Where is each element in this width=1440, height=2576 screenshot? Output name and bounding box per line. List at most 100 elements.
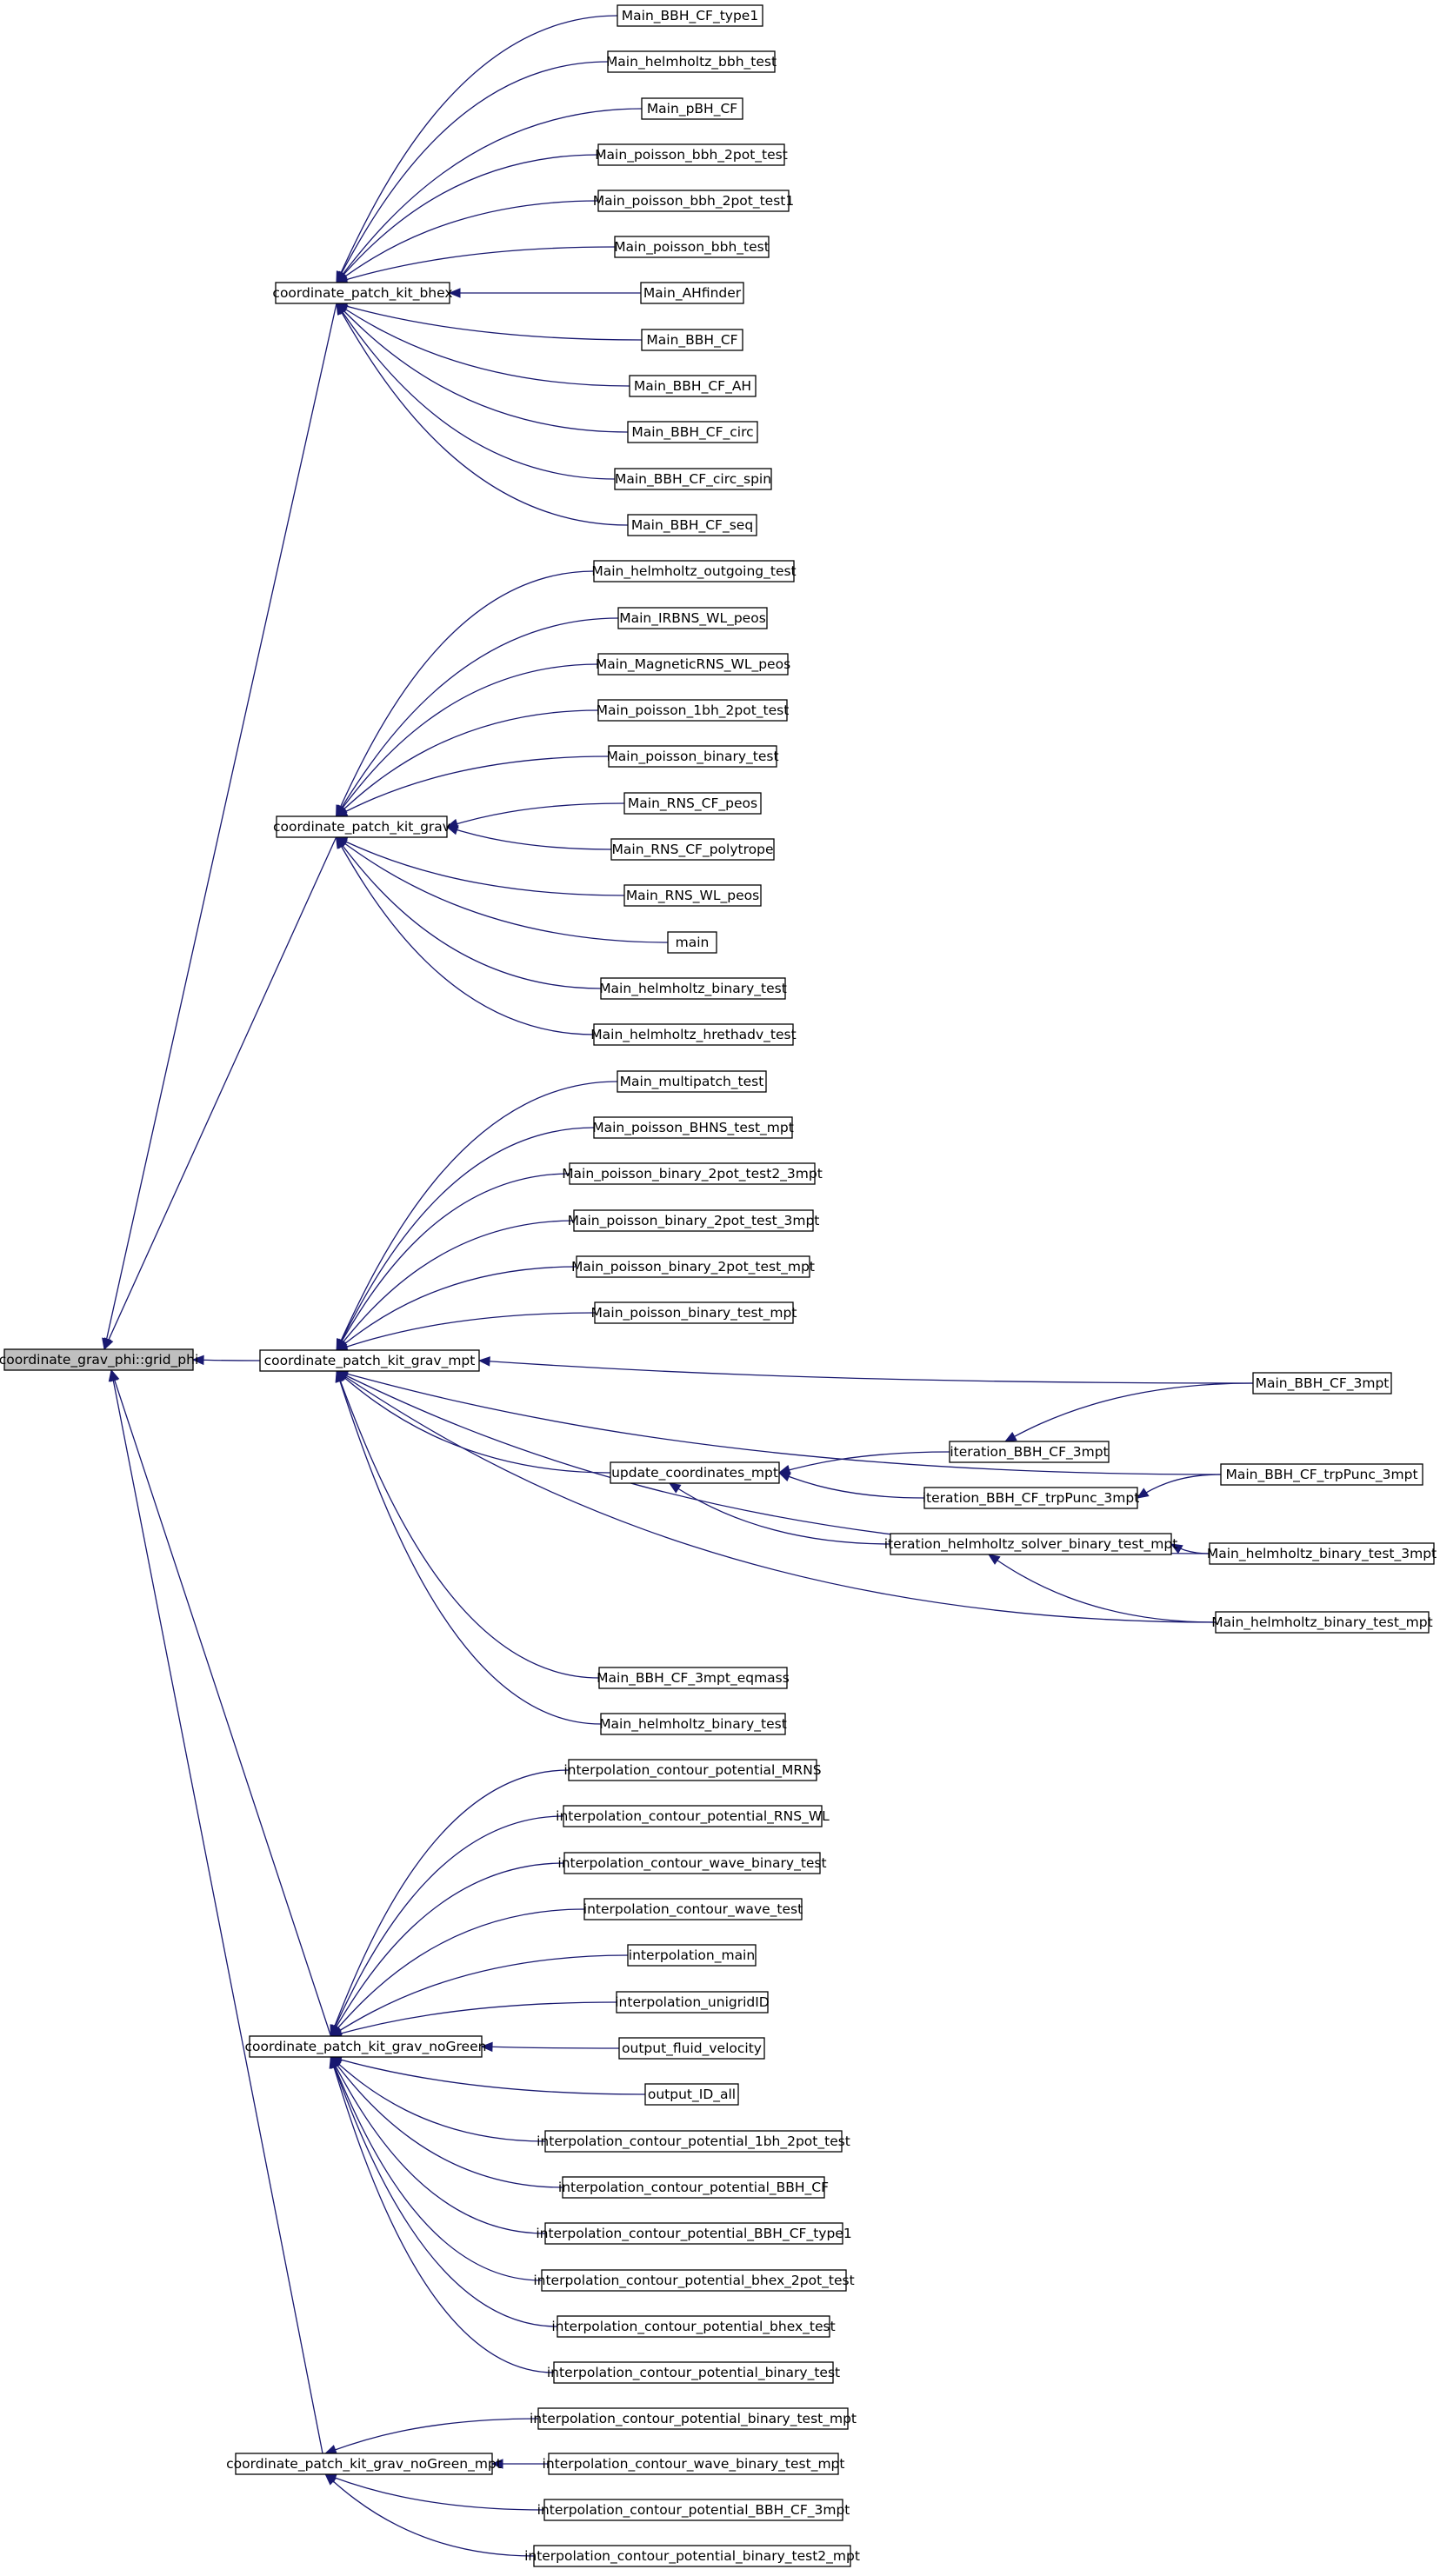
node-main-helmholtz-binary-test-mpt[interactable]: Main_helmholtz_binary_test_mpt	[1211, 1611, 1433, 1634]
node-interpolation-contour-potential-mrns[interactable]: interpolation_contour_potential_MRNS	[563, 1759, 822, 1781]
node-main-poisson-1bh-2pot-test[interactable]: Main_poisson_1bh_2pot_test	[597, 699, 790, 722]
node-interpolation-contour-potential-bbh-cf[interactable]: interpolation_contour_potential_BBH_CF	[558, 2176, 829, 2199]
node-interpolation-contour-potential-bhex-test[interactable]: interpolation_contour_potential_bhex_tes…	[551, 2315, 836, 2338]
node-main-poisson-bbh-test[interactable]: Main_poisson_bbh_test	[614, 236, 770, 258]
node-interpolation-contour-potential-binary-test2-mpt[interactable]: interpolation_contour_potential_binary_t…	[524, 2545, 860, 2567]
node-box[interactable]	[1220, 1463, 1423, 1486]
node-main-helmholtz-binary-test-3mpt[interactable]: Main_helmholtz_binary_test_3mpt	[1207, 1542, 1437, 1565]
node-box[interactable]	[544, 2130, 843, 2153]
node-box[interactable]	[597, 653, 789, 676]
node-main-rns-cf-peos[interactable]: Main_RNS_CF_peos	[623, 792, 762, 815]
node-interpolation-contour-potential-rns-wl[interactable]: interpolation_contour_potential_RNS_WL	[556, 1805, 830, 1827]
node-box[interactable]	[623, 884, 762, 907]
node-main-helmholtz-binary-test[interactable]: Main_helmholtz_binary_test	[599, 977, 787, 1000]
node-main-bbh-cf[interactable]: Main_BBH_CF	[641, 329, 743, 351]
node-box[interactable]	[607, 50, 776, 73]
node-box[interactable]	[667, 931, 717, 954]
node-box[interactable]	[614, 468, 772, 490]
node-main-ahfinder[interactable]: Main_AHfinder	[640, 282, 744, 304]
node-box[interactable]	[890, 1533, 1172, 1555]
node-box[interactable]	[629, 375, 757, 397]
node-interpolation-unigridid[interactable]: interpolation_unigridID	[615, 1991, 770, 2014]
node-box[interactable]	[614, 236, 770, 258]
node-box[interactable]	[583, 1898, 803, 1920]
node-output-id-all[interactable]: output_ID_all	[644, 2083, 739, 2106]
node-main-poisson-binary-2pot-test2-3mpt[interactable]: Main_poisson_binary_2pot_test2_3mpt	[562, 1162, 823, 1185]
node-box[interactable]	[553, 2361, 834, 2384]
node-iteration-bbh-cf-3mpt[interactable]: iteration_BBH_CF_3mpt	[949, 1441, 1110, 1463]
node-main-bbh-cf-3mpt-eqmass[interactable]: Main_BBH_CF_3mpt_eqmass	[597, 1667, 790, 1689]
node-main-bbh-cf-circ[interactable]: Main_BBH_CF_circ	[627, 421, 758, 443]
node-box[interactable]	[594, 1301, 794, 1324]
node-main-multipatch-test[interactable]: Main_multipatch_test	[617, 1070, 767, 1093]
node-main-bbh-cf-trppunc-3mpt[interactable]: Main_BBH_CF_trpPunc_3mpt	[1220, 1463, 1423, 1486]
node-box[interactable]	[235, 2453, 493, 2475]
node-iteration-helmholtz-solver-binary-test-mpt[interactable]: iteration_helmholtz_solver_binary_test_m…	[884, 1533, 1178, 1555]
node-box[interactable]	[1209, 1542, 1435, 1565]
node-main-poisson-bbh-2pot-test[interactable]: Main_poisson_bbh_2pot_test	[595, 143, 788, 166]
node-main-bbh-cf-circ-spin[interactable]: Main_BBH_CF_circ_spin	[614, 468, 772, 490]
node-box[interactable]	[543, 2499, 843, 2521]
node-box[interactable]	[598, 1667, 788, 1689]
node-box[interactable]	[533, 2545, 851, 2567]
node-main-poisson-binary-test[interactable]: Main_poisson_binary_test	[606, 745, 779, 768]
node-coordinate-patch-kit-grav-nogreen-mpt[interactable]: coordinate_patch_kit_grav_noGreen_mpt	[226, 2453, 502, 2475]
node-box[interactable]	[597, 143, 785, 166]
node-main[interactable]: main	[667, 931, 717, 954]
node-box[interactable]	[617, 4, 763, 27]
node-interpolation-contour-wave-binary-test-mpt[interactable]: interpolation_contour_wave_binary_test_m…	[543, 2453, 845, 2475]
node-box[interactable]	[610, 838, 775, 861]
node-coordinate-patch-kit-bhex[interactable]: coordinate_patch_kit_bhex	[272, 282, 453, 304]
node-output-fluid-velocity[interactable]: output_fluid_velocity	[618, 2037, 765, 2060]
node-main-pbh-cf[interactable]: Main_pBH_CF	[641, 97, 743, 120]
node-box[interactable]	[641, 97, 743, 120]
node-box[interactable]	[1215, 1611, 1430, 1634]
node-main-helmholtz-outgoing-test[interactable]: Main_helmholtz_outgoing_test	[591, 560, 797, 582]
node-box[interactable]	[597, 699, 788, 722]
node-box[interactable]	[610, 1461, 780, 1484]
node-main-irbns-wl-peos[interactable]: Main_IRBNS_WL_peos	[617, 607, 768, 629]
node-box[interactable]	[597, 190, 790, 212]
node-box[interactable]	[627, 514, 757, 536]
node-box[interactable]	[573, 1209, 814, 1232]
node-box[interactable]	[627, 421, 758, 443]
node-iteration-bbh-cf-trppunc-3mpt[interactable]: iteration_BBH_CF_trpPunc_3mpt	[923, 1487, 1140, 1509]
node-box[interactable]	[569, 1162, 816, 1185]
node-box[interactable]	[593, 1116, 793, 1139]
node-interpolation-contour-potential-binary-test-mpt[interactable]: interpolation_contour_potential_binary_t…	[530, 2407, 857, 2430]
node-main-bbh-cf-ah[interactable]: Main_BBH_CF_AH	[629, 375, 757, 397]
node-interpolation-contour-wave-binary-test[interactable]: interpolation_contour_wave_binary_test	[557, 1852, 827, 1874]
node-box[interactable]	[541, 2269, 847, 2292]
node-box[interactable]	[618, 2037, 765, 2060]
node-interpolation-contour-potential-binary-test[interactable]: interpolation_contour_potential_binary_t…	[547, 2361, 840, 2384]
node-box[interactable]	[923, 1487, 1138, 1509]
node-interpolation-contour-potential-bbh-cf-3mpt[interactable]: interpolation_contour_potential_BBH_CF_3…	[537, 2499, 850, 2521]
node-box[interactable]	[576, 1255, 810, 1278]
node-box[interactable]	[544, 2222, 843, 2245]
node-box[interactable]	[249, 2035, 483, 2058]
node-box[interactable]	[593, 1023, 794, 1046]
node-coordinate-patch-kit-grav-mpt[interactable]: coordinate_patch_kit_grav_mpt	[259, 1349, 480, 1372]
node-main-rns-cf-polytrope[interactable]: Main_RNS_CF_polytrope	[610, 838, 775, 861]
node-main-magneticrns-wl-peos[interactable]: Main_MagneticRNS_WL_peos	[596, 653, 790, 676]
node-box[interactable]	[644, 2083, 739, 2106]
node-box[interactable]	[563, 1805, 823, 1827]
node-box[interactable]	[949, 1441, 1110, 1463]
node-main-poisson-binary-test-mpt[interactable]: Main_poisson_binary_test_mpt	[591, 1301, 797, 1324]
node-box[interactable]	[600, 977, 786, 1000]
node-box[interactable]	[537, 2407, 849, 2430]
node-main-helmholtz-binary-test[interactable]: Main_helmholtz_binary_test	[599, 1713, 787, 1735]
node-box[interactable]	[600, 1713, 786, 1735]
node-main-poisson-bbh-2pot-test1[interactable]: Main_poisson_bbh_2pot_test1	[593, 190, 794, 212]
node-box[interactable]	[617, 1070, 767, 1093]
node-main-poisson-bhns-test-mpt[interactable]: Main_poisson_BHNS_test_mpt	[592, 1116, 794, 1139]
node-box[interactable]	[641, 329, 743, 351]
node-box[interactable]	[548, 2453, 839, 2475]
node-box[interactable]	[1252, 1372, 1392, 1395]
node-box[interactable]	[593, 560, 795, 582]
node-box[interactable]	[557, 2315, 830, 2338]
node-box[interactable]	[276, 815, 448, 838]
node-box[interactable]	[563, 1852, 821, 1874]
node-main-helmholtz-hrethadv-test[interactable]: Main_helmholtz_hrethadv_test	[590, 1023, 797, 1046]
node-interpolation-contour-potential-bbh-cf-type1[interactable]: interpolation_contour_potential_BBH_CF_t…	[536, 2222, 852, 2245]
